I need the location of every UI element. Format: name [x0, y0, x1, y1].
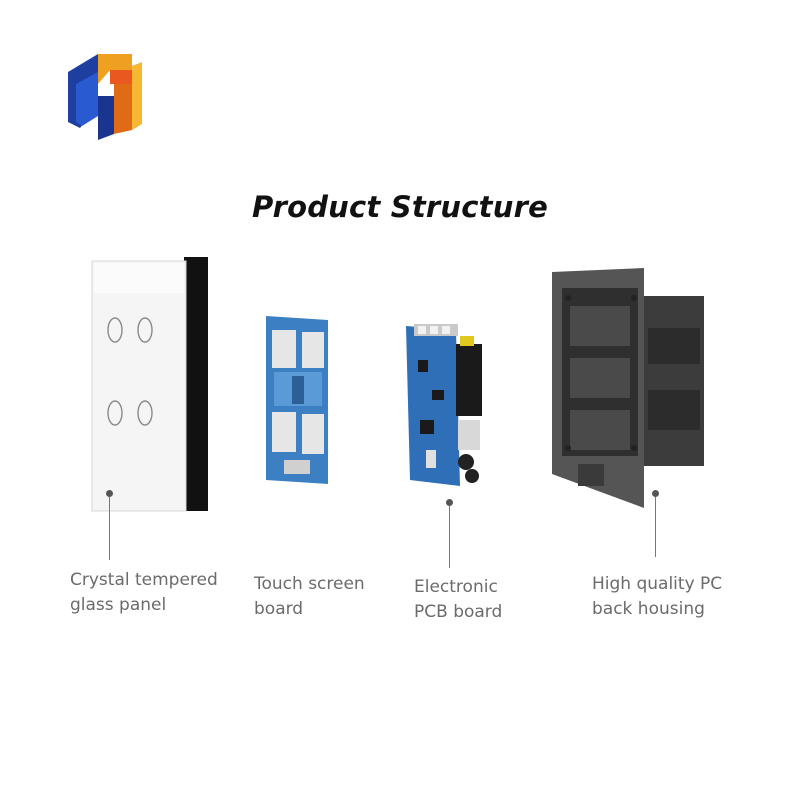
leader-dot — [652, 490, 659, 497]
label-line: Touch screen — [254, 574, 365, 594]
pcb-board-image — [406, 324, 482, 486]
part-label-back-housing: High quality PC back housing — [592, 572, 722, 622]
leader-line — [449, 506, 450, 568]
part-label-pcb-board: Electronic PCB board — [414, 575, 502, 625]
label-line: Electronic — [414, 577, 498, 597]
touch-board-image — [266, 316, 328, 484]
leader-dot — [106, 490, 113, 497]
label-line: Crystal tempered — [70, 570, 218, 590]
page-title: Product Structure — [252, 190, 548, 224]
label-line: glass panel — [70, 595, 167, 615]
leader-dot — [446, 499, 453, 506]
part-label-touch-board: Touch screen board — [254, 572, 365, 622]
back-housing-image — [552, 268, 704, 508]
label-line: board — [254, 599, 304, 619]
glass-panel-image — [91, 257, 208, 512]
label-line: PCB board — [414, 602, 503, 622]
gt-logo — [68, 54, 142, 140]
label-line: back housing — [592, 599, 705, 619]
label-line: High quality PC — [592, 574, 723, 594]
leader-dot — [253, 468, 260, 475]
leader-line — [655, 497, 656, 557]
part-label-glass-panel: Crystal tempered glass panel — [70, 568, 218, 618]
leader-line — [109, 497, 110, 560]
